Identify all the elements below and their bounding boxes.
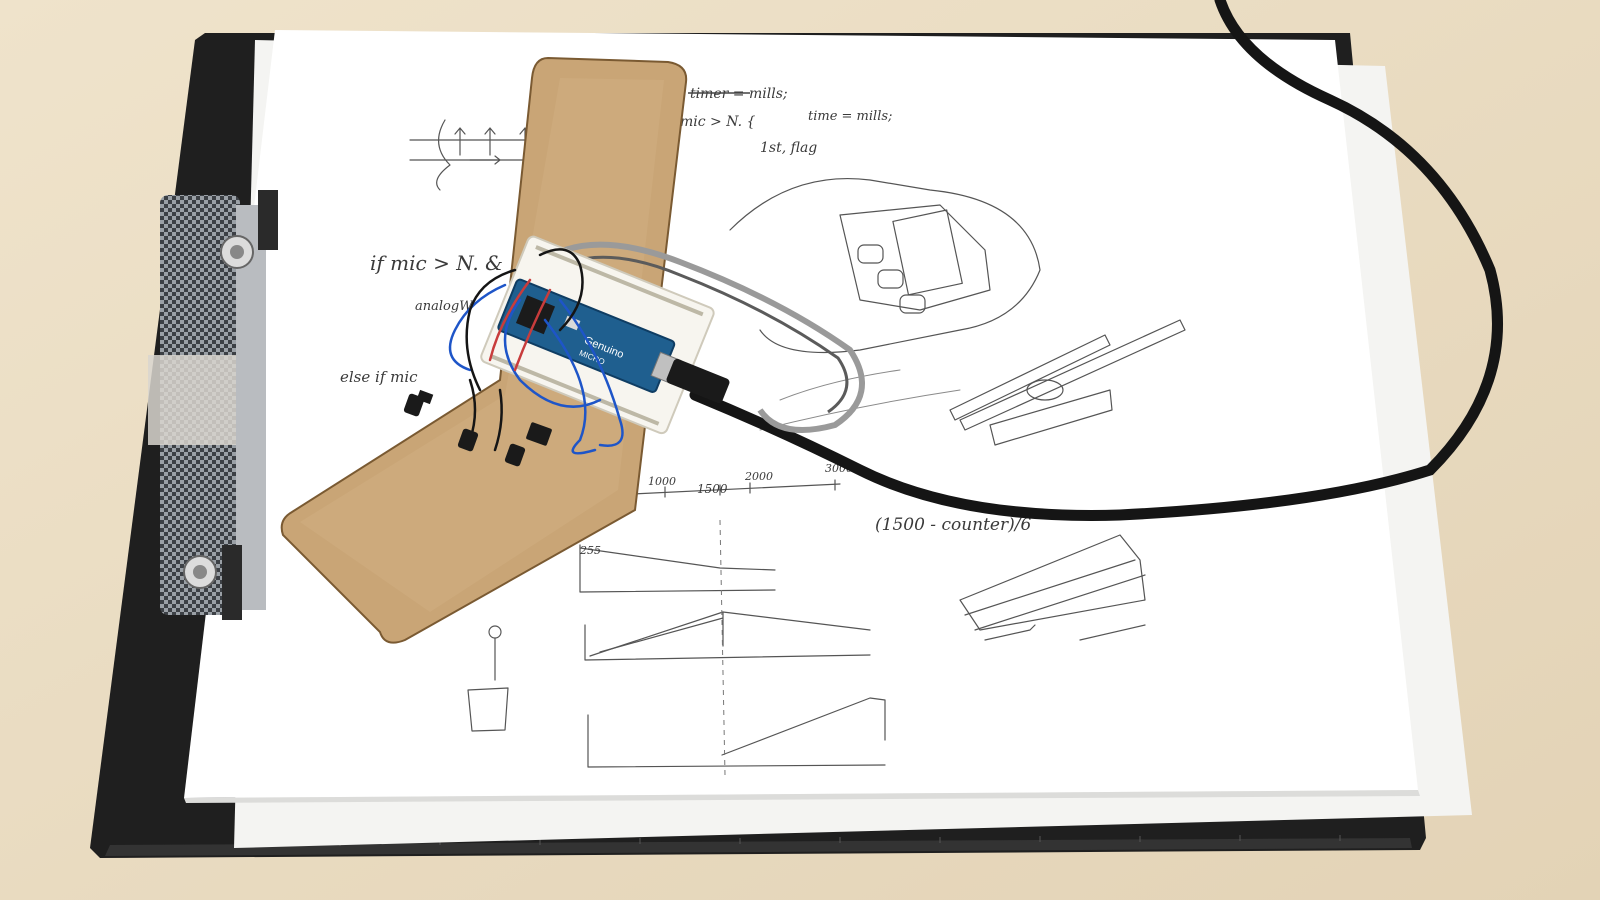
jumper-wires xyxy=(448,248,624,455)
note-if-line: if mic > N. & xyxy=(370,251,503,275)
sensor-components xyxy=(403,389,552,467)
sketch-graph-1: 255 xyxy=(579,544,776,593)
timeline-tick-3: 2000 xyxy=(744,470,773,483)
note-code-line2b: time = mills; xyxy=(808,109,892,124)
dashed-guide xyxy=(719,519,726,776)
sketch-graph-2 xyxy=(584,611,871,661)
graph1-label: 255 xyxy=(579,544,601,557)
small-device-sketch xyxy=(467,625,509,732)
note-code-line3: 1st, flag xyxy=(760,140,817,156)
timeline-tick-2: 1500 xyxy=(697,482,728,496)
formula-note: (1500 - counter)/6 xyxy=(875,515,1031,535)
notes: timer = mills; mic > N. { time = mills; … xyxy=(340,86,892,386)
sketch-graph-3 xyxy=(587,697,886,768)
binder-clip xyxy=(148,190,278,620)
usb-cable xyxy=(689,0,1503,521)
note-code-line2: mic > N. { xyxy=(680,114,755,130)
product-sketch-middle xyxy=(949,319,1186,446)
product-sketch-bottom xyxy=(959,534,1146,641)
ruler-marks xyxy=(339,835,1341,846)
usb-plug-icon xyxy=(666,358,730,404)
note-else-line: else if mic xyxy=(340,368,418,386)
mdf-stand xyxy=(280,56,688,644)
paper-shadow-edge xyxy=(184,790,1420,803)
timeline-tick-1: 1000 xyxy=(648,475,676,488)
note-code-line1: timer = mills; xyxy=(690,86,788,102)
note-analog-line: analogW xyxy=(415,299,474,314)
grey-wire-loop xyxy=(564,241,865,433)
